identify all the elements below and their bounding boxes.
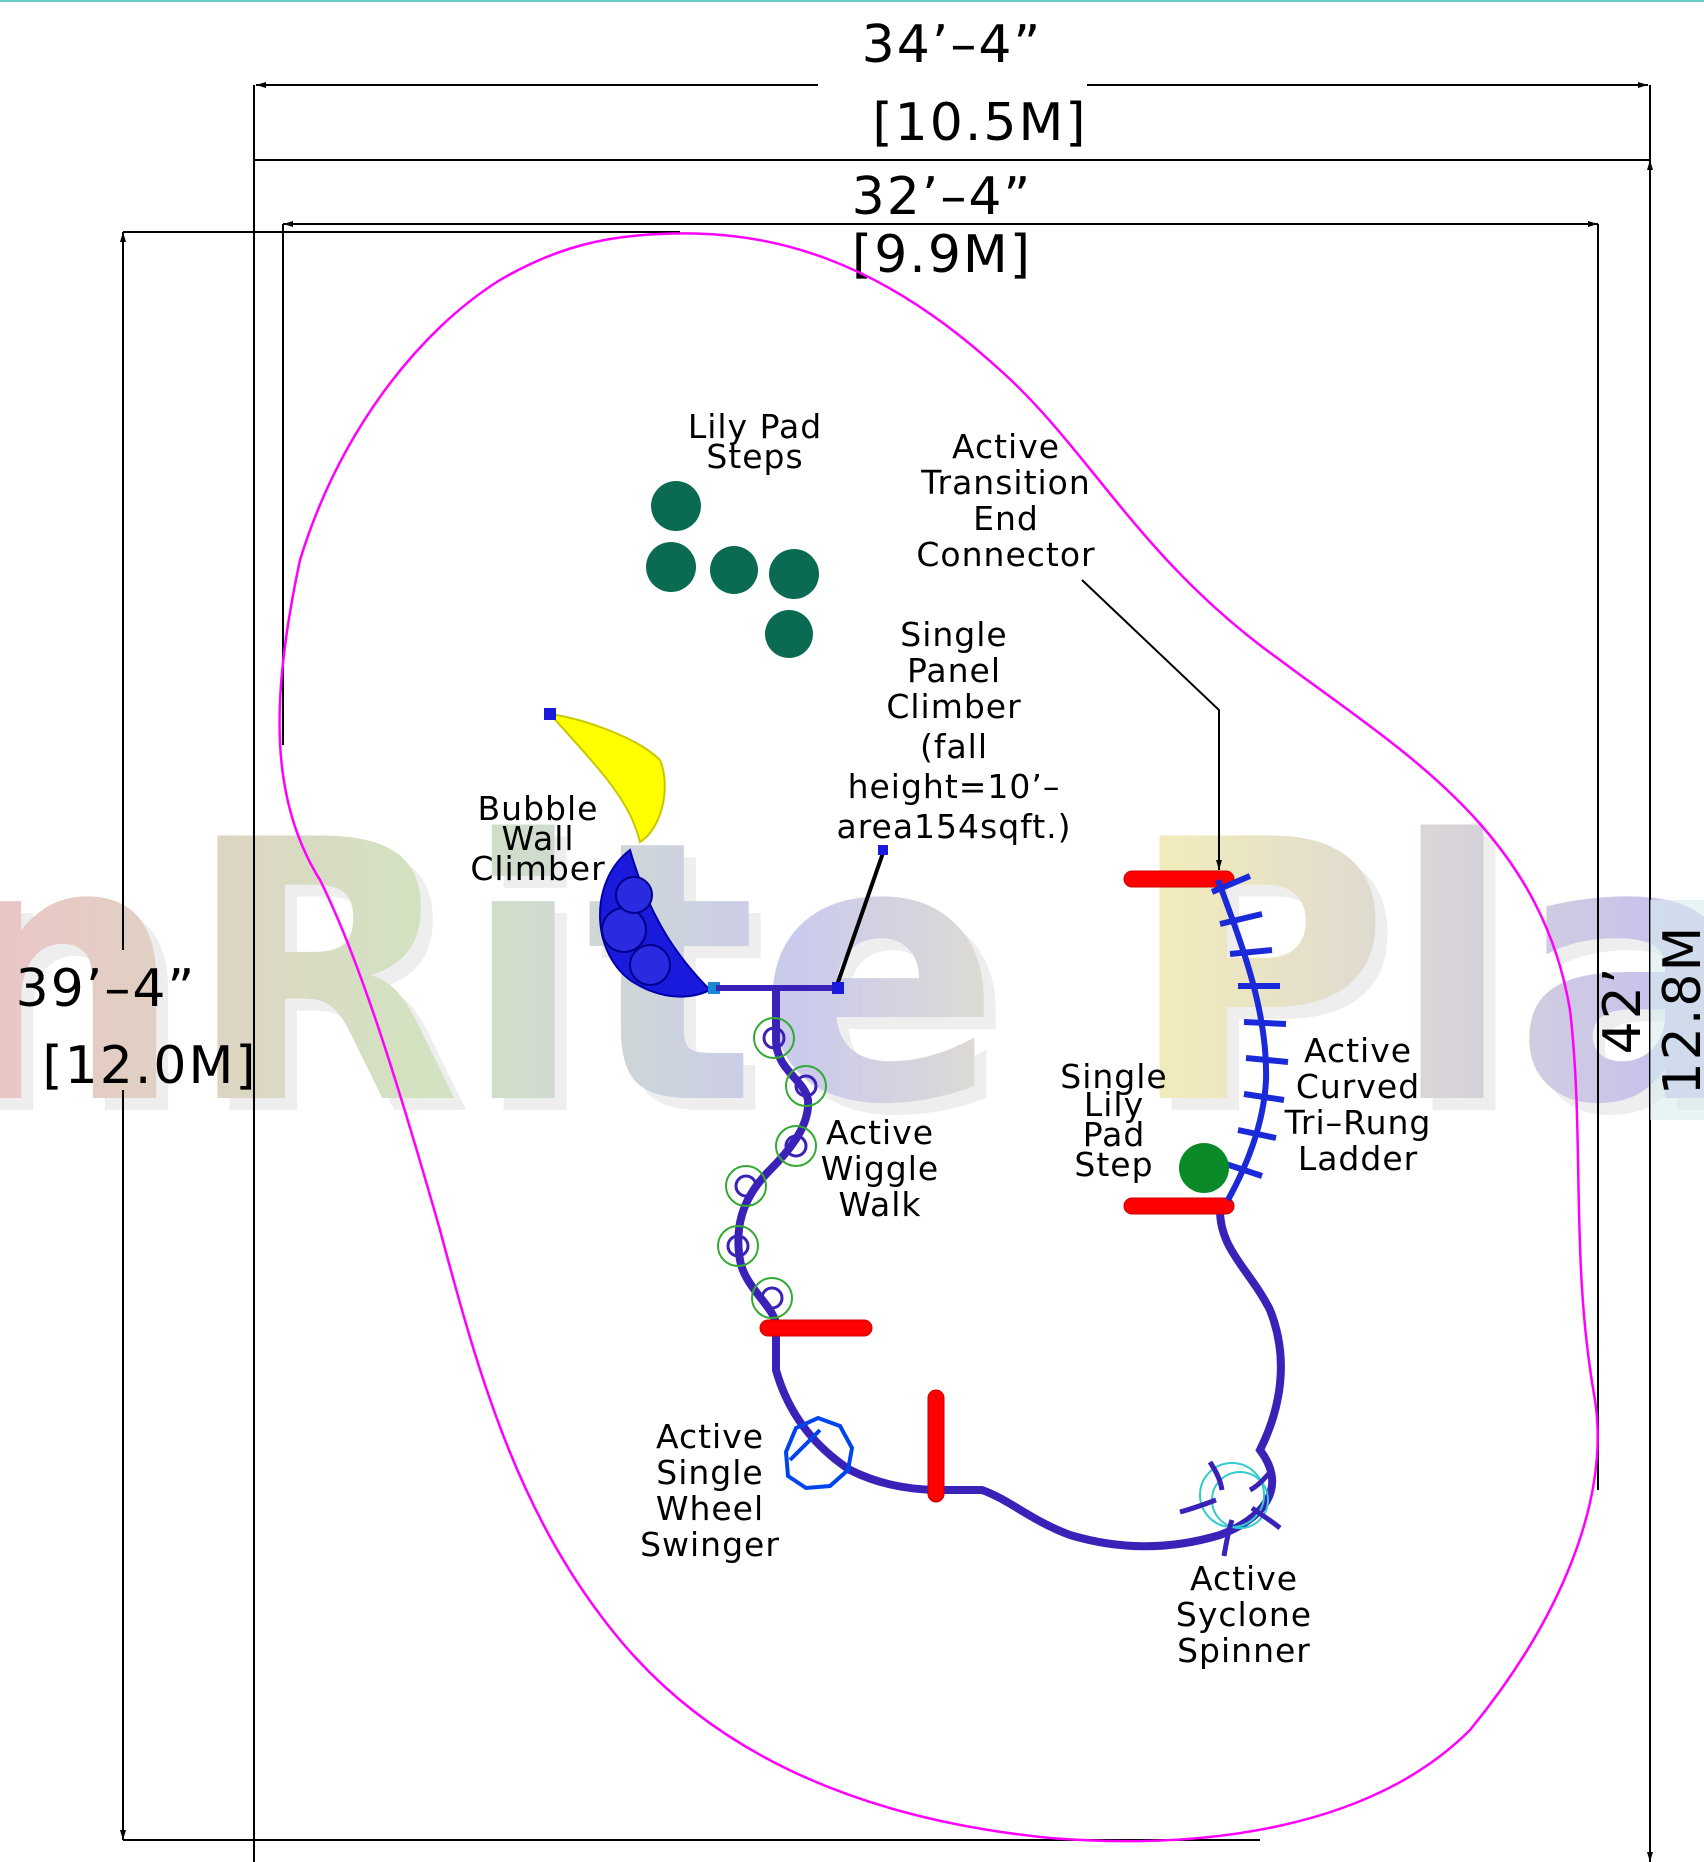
- lily-pad: [765, 610, 813, 658]
- svg-text:Active: Active: [826, 1113, 934, 1152]
- svg-text:End: End: [973, 499, 1039, 538]
- svg-text:Lily Pad: Lily Pad: [688, 407, 822, 446]
- top-outer-metric: [10.5M]: [872, 93, 1087, 153]
- curved-tri-rung-ladder: [1210, 873, 1289, 1202]
- wiggle-ring: [751, 1277, 793, 1319]
- use-zone-boundary: [278, 232, 1599, 1843]
- top-inner-imperial: 32’–4”: [852, 167, 1033, 227]
- connector-wiggle: [759, 1319, 873, 1337]
- svg-text:Connector: Connector: [916, 535, 1095, 574]
- connector-upper: [1123, 870, 1235, 888]
- label-wheel-swinger: Active Single Wheel Swinger: [640, 1417, 780, 1564]
- svg-text:Single: Single: [656, 1453, 763, 1492]
- label-syclone-spinner: Active Syclone Spinner: [1176, 1559, 1312, 1670]
- svg-text:Climber: Climber: [470, 849, 605, 888]
- svg-text:Wall: Wall: [501, 819, 574, 858]
- lily-pad: [769, 549, 819, 599]
- svg-text:Active: Active: [1190, 1559, 1298, 1598]
- svg-text:Curved: Curved: [1296, 1067, 1420, 1106]
- left-imperial: 39’–4”: [16, 959, 197, 1019]
- svg-text:Pad: Pad: [1083, 1115, 1146, 1154]
- label-tri-rung-ladder: Active Curved Tri–Rung Ladder: [1284, 1031, 1432, 1178]
- lily-pad: [710, 546, 758, 594]
- svg-text:height=10’–: height=10’–: [848, 767, 1061, 806]
- watermark: nRite Playgr nRite Playgr: [0, 764, 1704, 1195]
- svg-text:Lily: Lily: [1084, 1085, 1144, 1124]
- svg-text:Spinner: Spinner: [1177, 1631, 1311, 1670]
- right-imperial: 42’: [1593, 966, 1653, 1055]
- wiggle-ring: [753, 1017, 795, 1059]
- lily-pad-steps: [646, 481, 819, 658]
- left-dimension: 39’–4” [12.0M]: [16, 231, 1260, 1841]
- svg-text:nRite Playgr: nRite Playgr: [0, 776, 1704, 1195]
- svg-text:Active: Active: [952, 427, 1060, 466]
- right-dimension: 42’ 12.8M: [1593, 900, 1704, 1120]
- svg-text:Syclone: Syclone: [1176, 1595, 1312, 1634]
- svg-text:Single: Single: [900, 615, 1007, 654]
- single-wheel-swinger: [783, 1415, 855, 1491]
- svg-text:(fall: (fall: [920, 727, 988, 766]
- top-inner-metric: [9.9M]: [852, 225, 1032, 285]
- connector-lower: [1123, 1197, 1235, 1215]
- top-outer-imperial: 34’–4”: [862, 15, 1043, 75]
- label-panel-climber: Single Panel Climber (fall height=10’– a…: [836, 615, 1071, 846]
- svg-text:Wheel: Wheel: [656, 1489, 764, 1528]
- svg-text:Active: Active: [656, 1417, 764, 1456]
- svg-text:Steps: Steps: [706, 437, 803, 476]
- svg-text:Single: Single: [1060, 1057, 1167, 1096]
- svg-text:Step: Step: [1074, 1145, 1153, 1184]
- connector-vertical: [927, 1389, 945, 1503]
- main-deck-path: [772, 1200, 1285, 1551]
- svg-text:Swinger: Swinger: [640, 1525, 780, 1564]
- wiggle-ring: [775, 1125, 817, 1167]
- transition-connectors: [759, 870, 1235, 1503]
- svg-text:Active: Active: [1304, 1031, 1412, 1070]
- lily-pad: [646, 542, 696, 592]
- lily-pad: [651, 481, 701, 531]
- svg-text:Panel: Panel: [907, 651, 1001, 690]
- label-single-lily-pad: Single Lily Pad Step: [1060, 1057, 1167, 1184]
- top-inner-dimension: 32’–4” [9.9M]: [282, 167, 1599, 1490]
- syclone-spinner: [1179, 1460, 1282, 1557]
- svg-text:Transition: Transition: [920, 463, 1091, 502]
- single-lily-pad-step: [1179, 1143, 1229, 1193]
- left-metric: [12.0M]: [42, 1036, 257, 1096]
- svg-text:Walk: Walk: [838, 1185, 921, 1224]
- label-transition-connector: Active Transition End Connector: [916, 427, 1095, 574]
- transition-leader-line: [1081, 579, 1222, 870]
- wiggle-ring: [725, 1165, 767, 1207]
- label-wiggle-walk: Active Wiggle Walk: [821, 1113, 939, 1224]
- bubble-wall-climber: [544, 708, 720, 998]
- wiggle-walk: [717, 988, 827, 1331]
- svg-text:Climber: Climber: [886, 687, 1021, 726]
- wiggle-ring: [717, 1225, 759, 1267]
- svg-text:Ladder: Ladder: [1298, 1139, 1418, 1178]
- label-bubble-wall: Bubble Wall Climber: [470, 789, 605, 888]
- watermark-text: nRite Playgr: [0, 764, 1704, 1183]
- svg-text:Wiggle: Wiggle: [821, 1149, 939, 1188]
- wiggle-ring: [785, 1065, 827, 1107]
- svg-text:Tri–Rung: Tri–Rung: [1284, 1103, 1432, 1142]
- top-outer-dimension: 34’–4” [10.5M]: [256, 15, 1648, 153]
- svg-text:area154sqft.): area154sqft.): [836, 807, 1071, 846]
- label-lily-pad-steps: Lily Pad Steps: [688, 407, 822, 476]
- right-metric: 12.8M: [1653, 925, 1704, 1096]
- svg-text:Bubble: Bubble: [478, 789, 599, 828]
